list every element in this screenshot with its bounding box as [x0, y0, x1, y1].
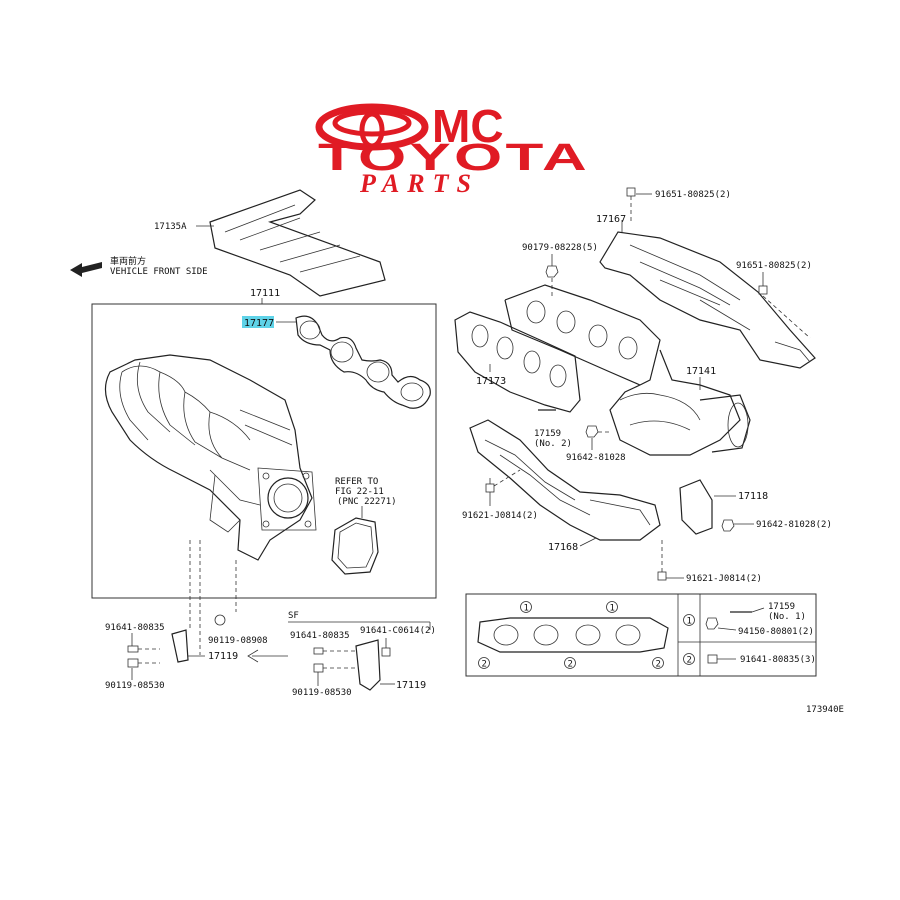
label-91642-a: 91642-81028 [566, 453, 626, 463]
logo-line1: MC [432, 100, 504, 152]
label-90179: 90179-08228(5) [522, 243, 598, 253]
label-90119-08908: 90119-08908 [208, 636, 268, 646]
label-91651-a: 91651-80825(2) [655, 190, 731, 200]
label-17118: 17118 [738, 491, 768, 502]
legend-label-91641: 91641-80835(3) [740, 655, 816, 665]
refer-line2: FIG 22-11 [335, 487, 384, 497]
arrow-left-icon [247, 649, 288, 663]
lower-left-fasteners: 91641-80835 90119-08530 90119-08908 1711… [105, 614, 288, 691]
legend-label-17159: 17159 [768, 602, 795, 612]
label-17135A: 17135A [154, 222, 187, 232]
gasket-17177 [295, 315, 431, 409]
part-17118: 17118 91642-81028(2) [679, 479, 832, 535]
logo-line2: TOYOTA [318, 137, 590, 179]
legend-box: 1 1 2 2 2 1 2 17159 (No. 1) 94150-80801(… [465, 593, 817, 677]
label-17167: 17167 [596, 214, 626, 225]
nut-91642-a: 91642-81028 [566, 425, 626, 463]
legend-label-no1: (No. 1) [768, 612, 806, 622]
part-17135A: 17135A [154, 189, 386, 297]
label-17177: 17177 [244, 318, 274, 329]
gasket-17173: 17173 [454, 311, 581, 413]
refer-line3: (PNC 22271) [337, 497, 397, 507]
exhaust-manifold-17141: 17141 [504, 284, 751, 456]
refer-line1: REFER TO [335, 477, 378, 487]
label-91641-80835-b: 91641-80835 [290, 631, 350, 641]
label-91642-b: 91642-81028(2) [756, 520, 832, 530]
label-91621-b: 91621-J0814(2) [686, 574, 762, 584]
legend-label-94150: 94150-80801(2) [738, 627, 814, 637]
front-label-jp: 車両前方 [110, 255, 146, 267]
logo-line3: PARTS [359, 169, 479, 198]
marker-2b: 2 [568, 660, 573, 670]
toyota-emblem-center [359, 111, 385, 149]
intake-manifold [104, 354, 317, 561]
front-label-en: VEHICLE FRONT SIDE [110, 267, 208, 277]
sf-group: SF 91641-80835 91641-C0614(2) 17119 9011… [288, 611, 436, 698]
bolt-91621-a: 91621-J0814(2) [462, 469, 538, 521]
marker-1a: 1 [524, 604, 529, 614]
label-91621-a: 91621-J0814(2) [462, 511, 538, 521]
label-17141: 17141 [686, 366, 716, 377]
label-17119-b: 17119 [396, 680, 426, 691]
marker-2a: 2 [482, 660, 487, 670]
label-17111: 17111 [250, 288, 280, 299]
label-91641-c0614: 91641-C0614(2) [360, 626, 436, 636]
label-17173: 17173 [476, 376, 506, 387]
front-arrow-icon [70, 262, 102, 277]
front-direction: 車両前方 VEHICLE FRONT SIDE [70, 255, 208, 277]
bolt-91651-top: 91651-80825(2) [626, 187, 731, 222]
highlight-17177 [242, 316, 274, 328]
marker-2c: 2 [656, 660, 661, 670]
bolt-91651-right: 91651-80825(2) [736, 261, 812, 339]
label-90119-08530-b: 90119-08530 [292, 688, 352, 698]
part-17167: 17167 [596, 214, 816, 369]
label-sf: SF [288, 611, 299, 621]
figure-id: 173940E [806, 705, 844, 715]
stud-17159: 17159 (No. 2) [534, 409, 572, 449]
throttle-gasket: REFER TO FIG 22-11 (PNC 22271) [331, 477, 397, 575]
legend-marker-2: 2 [687, 656, 692, 666]
intake-manifold-box [91, 303, 437, 599]
label-91651-b: 91651-80825(2) [736, 261, 812, 271]
label-17159-no2: (No. 2) [534, 439, 572, 449]
nut-90179: 90179-08228(5) [522, 243, 598, 296]
label-90119-08530-a: 90119-08530 [105, 681, 165, 691]
legend-marker-1: 1 [687, 617, 692, 627]
marker-1b: 1 [610, 604, 615, 614]
bolt-91621-b: 91621-J0814(2) [657, 540, 762, 584]
part-17168: 17168 [469, 419, 661, 553]
label-17119-a: 17119 [208, 651, 238, 662]
label-17168: 17168 [548, 542, 578, 553]
label-17159: 17159 [534, 429, 561, 439]
toyota-logo: MC TOYOTA PARTS [315, 100, 590, 198]
label-91641-80835-a: 91641-80835 [105, 623, 165, 633]
